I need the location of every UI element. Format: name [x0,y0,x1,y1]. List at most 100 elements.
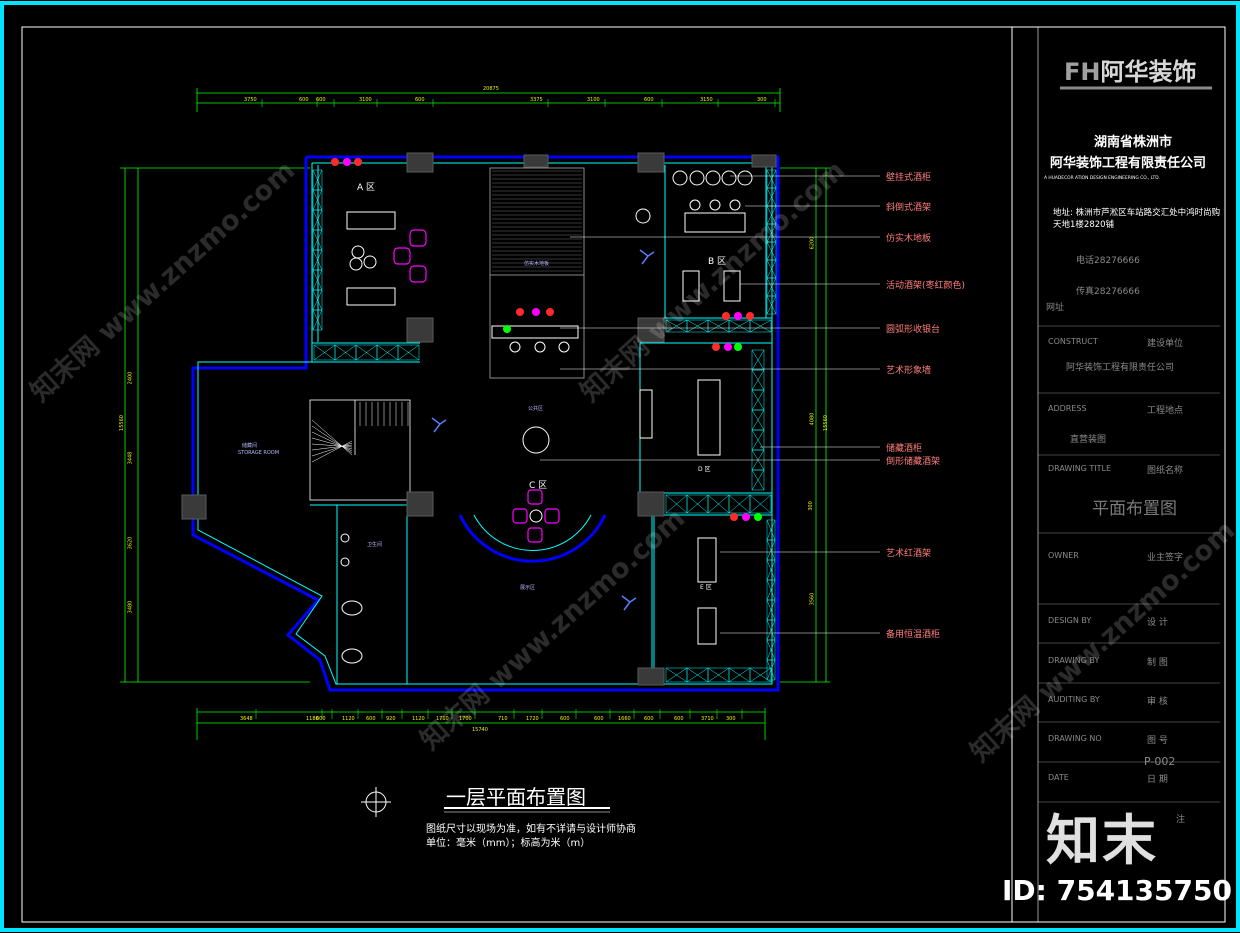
dimension-top: 300 [757,97,767,103]
wood-floor-area [489,167,585,276]
drawing-by-label: DRAWING BY [1048,656,1100,665]
design-by-label: DESIGN BY [1048,616,1092,625]
callout-label: 备用恒温酒柜 [886,630,941,640]
titleblock-grid [1038,325,1220,803]
dimension-bottom: 1720 [526,716,539,722]
dimension-bottom: 300 [726,716,736,722]
website-label: 网址 [1046,303,1065,313]
construct-value: 阿华装饰工程有限责任公司 [1066,363,1175,373]
dimension-lines [120,88,830,740]
callout-label: 活动酒架(枣红颜色) [886,281,966,291]
dimension-top: 600 [644,97,654,103]
dimension-bottom-total: 15740 [472,727,488,733]
callout-label: 倒形储藏酒架 [886,457,941,467]
watermark-id: ID: 754135750 [1002,874,1232,907]
zone-c-label: C 区 [529,481,548,491]
dimension-top: 600 [299,97,309,103]
dimension-bottom: 3648 [240,716,253,722]
phone-number: 电话28276666 [1076,256,1140,266]
watermark-brand: 知末 [1046,809,1158,872]
auditing-by-label: AUDITING BY [1048,695,1100,704]
wood-floor-hatching [492,170,582,272]
dimension-top-total: 20875 [483,86,499,92]
construct-label: CONSTRUCT [1048,337,1098,346]
dimension-bottom: 1180 [306,716,319,722]
callout-label: 艺术红酒架 [886,549,932,559]
plan-note-1: 图纸尺寸以现场为准，如有不详请与设计师协商 [426,824,636,835]
c-zone-table [529,509,543,523]
c-zone-chairs [512,489,560,543]
fax-number: 传真28276666 [1076,287,1140,297]
callout-label: 储藏酒柜 [886,444,923,454]
room-restroom: 卫生间 [367,542,383,548]
dimension-bottom: 1120 [342,716,355,722]
dimension-bottom: 600 [560,716,570,722]
callout-leaders [540,175,880,634]
arc-showroom-inner [473,514,592,551]
dimension-bottom: 1700 [459,716,472,722]
zone-e-label: E 区 [700,584,712,591]
counter-outline [489,275,585,379]
logo-text: 阿华装饰 [1100,58,1197,86]
dimension-left: 3620 [127,536,134,550]
dimension-top: 3750 [244,97,257,103]
drawing-no-label: DRAWING NO [1048,734,1102,743]
stair-treads [311,402,409,463]
dimension-ticks [255,99,776,719]
room-left-label: 储藏间 [242,443,258,449]
dimension-right: 15560 [822,415,829,431]
dimension-bottom: 1120 [412,716,425,722]
callout-label: 壁挂式酒柜 [886,173,932,183]
address-line-1: 地址: 株洲市芦淞区车站路交汇处中鸿时尚购 [1053,208,1221,218]
dimension-top: 3375 [530,97,543,103]
structural-columns [181,152,777,686]
note-cn: 注 [1176,815,1186,825]
dimension-top: 600 [316,97,326,103]
date-cn: 日 期 [1147,775,1168,785]
construct-cn: 建设单位 [1147,339,1184,349]
zone-a-label: A 区 [357,183,376,193]
room-wood-floor: 仿实木地板 [524,261,550,267]
inner-frame [21,26,1226,923]
room-showroom: 展示区 [520,585,536,591]
dimension-right: 300 [807,501,814,511]
arc-showroom-wall [458,514,607,563]
dimension-top: 3100 [587,97,600,103]
b-zone-furniture [672,170,753,302]
owner-cn: 业主签字 [1147,553,1184,563]
callout-label: 圆弧形收银台 [886,325,941,335]
a-zone-chairs [393,229,427,283]
building-walls [191,155,780,692]
drawing-title-value: 平面布置图 [1092,499,1177,519]
drawing-no-cn: 图 号 [1147,736,1168,746]
drawing-title-label: DRAWING TITLE [1048,464,1112,473]
staircase [309,399,411,501]
round-table [522,426,550,454]
design-by-cn: 设 计 [1147,618,1168,628]
callout-label: 艺术形象墙 [886,366,932,376]
a-zone-furniture [346,211,396,306]
dimension-bottom: 600 [316,716,326,722]
address-label: ADDRESS [1048,404,1087,413]
interior-lines [197,162,773,685]
callout-label: 仿实木地板 [886,234,932,244]
address-value: 直营装图 [1070,435,1107,445]
dimension-left: 15560 [118,415,125,431]
people-symbols [431,249,655,611]
dimension-left: 3480 [127,600,134,614]
bar-stools [509,341,570,353]
company-name: 阿华装饰工程有限责任公司 [1050,156,1207,171]
dimension-top: 3150 [700,97,713,103]
toilets [340,533,363,664]
address-line-2: 天地1楼2820铺 [1053,220,1115,230]
drawing-no-value: P-002 [1144,755,1176,768]
date-label: DATE [1048,773,1069,782]
drawing-title-cn: 图纸名称 [1147,466,1184,476]
dimension-bottom: 710 [498,716,508,722]
company-name-en: A HUADECOR ATION DESIGN ENGINEERING CO.,… [1044,176,1160,181]
owner-label: OWNER [1048,551,1079,560]
plants [331,158,762,521]
dimension-right: 6200 [809,236,816,250]
